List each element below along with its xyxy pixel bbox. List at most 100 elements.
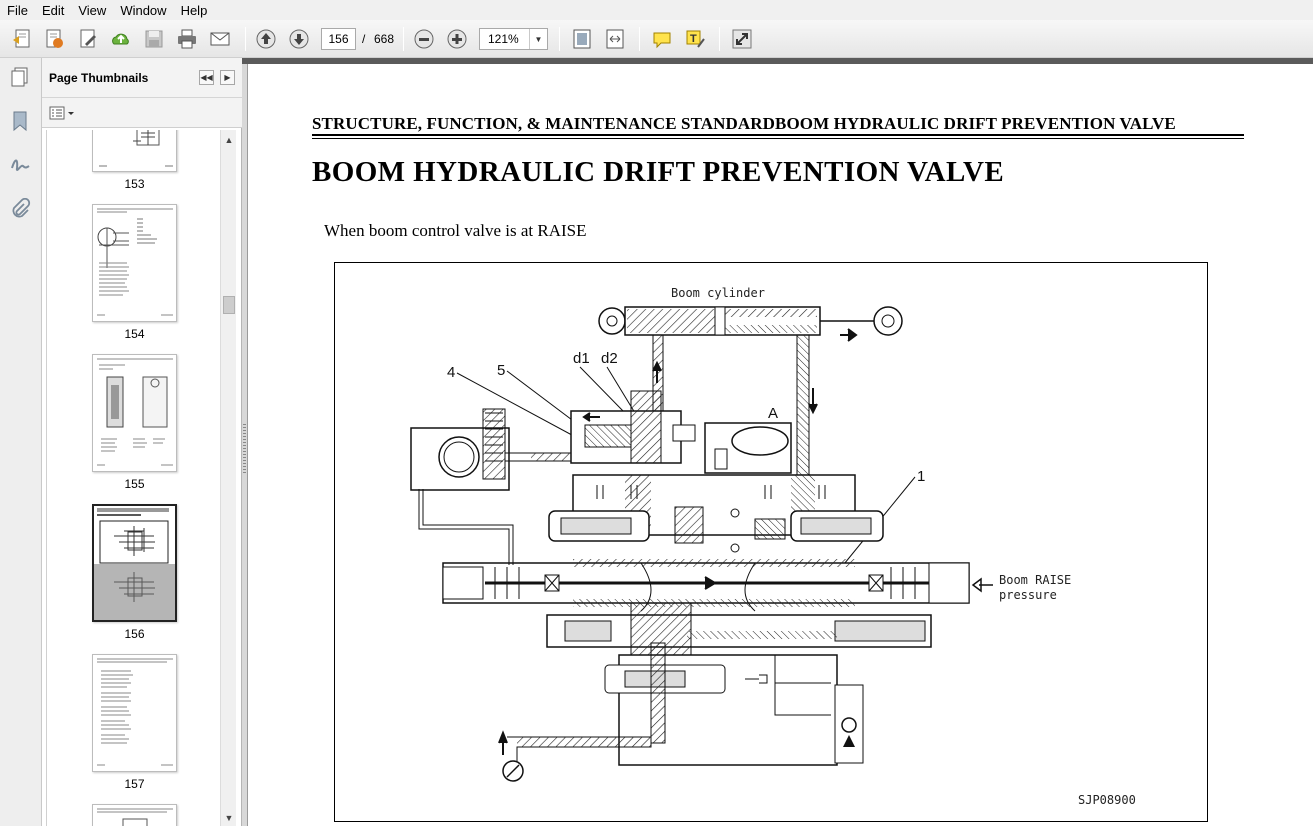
minus-circle-icon [414, 29, 434, 49]
hydraulic-diagram: Boom cylinder d1 d2 4 5 A 1 [334, 262, 1208, 822]
header-rule [312, 134, 1244, 136]
total-pages: 668 [374, 32, 395, 46]
zoom-value: 121% [488, 32, 519, 46]
panel-splitter[interactable] [242, 64, 248, 826]
label-5: 5 [497, 362, 505, 379]
next-page-button[interactable] [285, 25, 313, 53]
thumbnail-preview [99, 130, 173, 167]
label-4: 4 [447, 364, 455, 381]
thumbnail-label-156: 156 [124, 627, 145, 641]
menu-file[interactable]: File [7, 2, 28, 18]
fit-page-icon [573, 29, 591, 49]
zoom-in-button[interactable] [443, 25, 471, 53]
thumbnail-page-156[interactable] [92, 504, 177, 622]
zoom-out-button[interactable] [410, 25, 438, 53]
expand-icon [732, 29, 752, 49]
thumbnail-label-153: 153 [124, 177, 145, 191]
navigation-rail [0, 58, 42, 826]
thumbnail-label-154: 154 [124, 327, 145, 341]
fit-width-button[interactable] [601, 25, 629, 53]
arrow-up-circle-icon [256, 29, 276, 49]
label-pressure: pressure [999, 588, 1057, 602]
plus-circle-icon [447, 29, 467, 49]
page-running-header: STRUCTURE, FUNCTION, & MAINTENANCE STAND… [312, 114, 1176, 133]
chevron-down-icon[interactable]: ▼ [529, 29, 547, 49]
thumbnail-preview [97, 658, 173, 766]
thumbnail-preview [97, 358, 173, 466]
envelope-icon [210, 32, 230, 46]
collapse-panel-icon[interactable]: ◀◀ [199, 70, 214, 85]
expand-panel-icon[interactable]: ▶ [220, 70, 235, 85]
panel-title: Page Thumbnails [49, 71, 149, 85]
scrollbar-thumb[interactable] [223, 296, 235, 314]
save-button[interactable] [140, 25, 168, 53]
highlight-text-icon: T [686, 30, 705, 48]
menu-edit[interactable]: Edit [41, 2, 65, 18]
thumbnails-panel: Page Thumbnails ◀◀ ▶ 153 [42, 58, 242, 826]
bookmark-icon [13, 111, 27, 132]
label-boom-raise: Boom RAISE [999, 573, 1071, 587]
fit-width-icon [606, 29, 624, 49]
thumbnail-page-154[interactable] [92, 204, 177, 322]
print-button[interactable] [173, 25, 201, 53]
panel-header: Page Thumbnails ◀◀ ▶ [42, 58, 242, 98]
pages-icon [11, 67, 28, 87]
menu-window[interactable]: Window [120, 2, 167, 18]
printer-icon [178, 29, 196, 49]
thumbnail-page-153[interactable] [92, 130, 177, 172]
previous-page-button[interactable] [252, 25, 280, 53]
thumbnail-page-155[interactable] [92, 354, 177, 472]
page-title: BOOM HYDRAULIC DRIFT PREVENTION VALVE [312, 156, 1005, 188]
edit-pdf-button[interactable] [40, 25, 68, 53]
full-screen-button[interactable] [728, 25, 756, 53]
thumbnail-options-button[interactable] [49, 105, 75, 121]
figure-caption: When boom control valve is at RAISE [324, 221, 587, 240]
label-A: A [768, 405, 778, 422]
speech-bubble-icon [653, 32, 671, 49]
zoom-select[interactable]: 121% ▼ [479, 28, 548, 50]
label-1: 1 [917, 468, 925, 485]
label-d1: d1 [573, 350, 590, 367]
page-thumbnails-button[interactable] [7, 64, 33, 90]
label-d2: d2 [601, 350, 618, 367]
scroll-down-icon[interactable]: ▼ [224, 813, 234, 823]
edit-document-icon [46, 29, 63, 48]
header-rule-thin [312, 138, 1244, 139]
arrow-down-circle-icon [289, 29, 309, 49]
signatures-button[interactable] [7, 152, 33, 178]
scroll-up-icon[interactable]: ▲ [224, 135, 234, 145]
signature-icon [11, 159, 30, 171]
bookmarks-button[interactable] [7, 108, 33, 134]
thumbnail-scrollbar[interactable]: ▲ ▼ [220, 130, 236, 826]
sign-button[interactable] [74, 25, 102, 53]
attachments-button[interactable] [7, 196, 33, 222]
paperclip-icon [12, 198, 31, 218]
menu-help[interactable]: Help [180, 2, 208, 18]
email-button[interactable] [206, 25, 234, 53]
thumbnail-offscreen-overlay [94, 564, 175, 620]
label-boom-cylinder: Boom cylinder [671, 286, 765, 300]
thumbnail-list: 153 154 [46, 130, 220, 826]
thumbnail-preview [97, 208, 173, 316]
menu-bar: File Edit View Window Help [0, 0, 1313, 20]
create-pdf-button[interactable] [8, 25, 36, 53]
sign-pen-icon [80, 29, 96, 48]
page-separator: / [362, 32, 366, 46]
menu-view[interactable]: View [78, 2, 107, 18]
upload-cloud-button[interactable] [107, 25, 135, 53]
page-number-input[interactable] [321, 28, 356, 50]
document-view: STRUCTURE, FUNCTION, & MAINTENANCE STAND… [248, 64, 1313, 826]
toolbar: / 668 121% ▼ T [0, 20, 1313, 58]
panel-options-bar [42, 98, 242, 128]
document-top-border [242, 58, 1313, 64]
thumbnail-page-157[interactable] [92, 654, 177, 772]
valve-schematic: Boom cylinder d1 d2 4 5 A 1 [410, 286, 1136, 807]
fit-page-button[interactable] [568, 25, 596, 53]
comment-button[interactable] [648, 25, 676, 53]
highlight-text-button[interactable]: T [681, 25, 709, 53]
svg-text:T: T [690, 33, 697, 45]
cloud-upload-icon [112, 33, 129, 45]
thumbnail-page-next[interactable] [92, 804, 177, 826]
options-menu-icon [49, 106, 74, 120]
